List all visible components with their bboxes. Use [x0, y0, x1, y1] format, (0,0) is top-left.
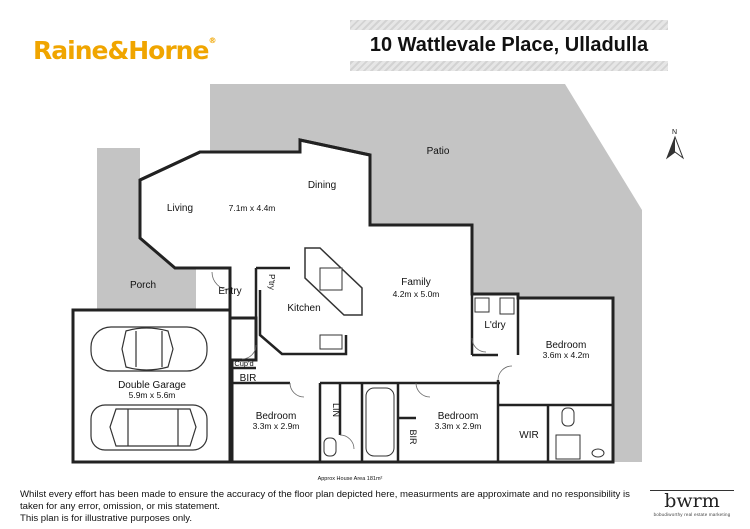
- label-living-dims: 7.1m x 4.4m: [229, 203, 276, 213]
- car-bottom: [90, 404, 208, 451]
- label-pantry: P'try: [267, 274, 276, 290]
- label-kitchen: Kitchen: [287, 303, 320, 314]
- patio-area: [191, 84, 642, 462]
- laundry-tub: [474, 297, 490, 313]
- door-swings: [211, 271, 513, 450]
- north-arrow-icon: [665, 135, 685, 160]
- label-garage: Double Garage: [118, 380, 186, 391]
- registered-mark: ®: [208, 36, 216, 45]
- disclaimer: Whilst every effort has been made to ens…: [20, 489, 650, 525]
- label-dining: Dining: [308, 180, 336, 191]
- ensuite-shower: [555, 434, 581, 460]
- label-bedroom-right: Bedroom: [546, 340, 587, 351]
- label-bir-left: BIR: [240, 373, 257, 384]
- car-top: [90, 326, 208, 372]
- agency-logo: Raine&Horne®: [33, 36, 216, 65]
- label-patio: Patio: [427, 146, 450, 157]
- address-banner: 10 Wattlevale Place, Ulladulla: [350, 20, 668, 71]
- porch-area: [97, 148, 196, 310]
- disclaimer-line-2: This plan is for illustrative purposes o…: [20, 513, 193, 524]
- label-bedroom-left: Bedroom: [256, 411, 297, 422]
- living-wall-north: [139, 138, 372, 225]
- label-entry: Entry: [218, 286, 241, 297]
- cooktop: [319, 267, 343, 291]
- label-porch: Porch: [130, 280, 156, 291]
- label-laundry: L'dry: [484, 320, 505, 331]
- bath: [365, 387, 395, 457]
- north-label: N: [672, 129, 677, 136]
- bwrm-logo: bwrm bobudiworthy real estate marketing: [650, 490, 734, 525]
- label-family: Family: [401, 277, 430, 288]
- label-living: Living: [167, 203, 193, 214]
- label-family-dims: 4.2m x 5.0m: [393, 289, 440, 299]
- label-bedroom-mid-dims: 3.3m x 2.9m: [435, 421, 482, 431]
- label-bedroom-mid: Bedroom: [438, 411, 479, 422]
- laundry-cabinet: [499, 297, 515, 315]
- label-bir-mid: BIR: [408, 429, 418, 445]
- label-garage-dims: 5.9m x 5.6m: [129, 390, 176, 400]
- label-bedroom-left-dims: 3.3m x 2.9m: [253, 421, 300, 431]
- ensuite-toilet: [561, 407, 575, 427]
- disclaimer-line-1: Whilst every effort has been made to ens…: [20, 489, 630, 512]
- label-bedroom-right-dims: 3.6m x 4.2m: [543, 350, 590, 360]
- sink: [319, 334, 343, 350]
- brand-name: bwrm: [664, 490, 720, 512]
- ensuite-basin: [591, 448, 605, 458]
- wc-toilet: [323, 437, 337, 457]
- interior-walls: [232, 266, 613, 462]
- label-linen: LIN: [331, 403, 341, 417]
- agency-name: Raine&Horne: [33, 36, 209, 65]
- address-title: 10 Wattlevale Place, Ulladulla: [350, 30, 668, 61]
- brand-tagline: bobudiworthy real estate marketing: [653, 512, 731, 517]
- label-wir: WIR: [519, 430, 538, 441]
- house-area: Approx House Area 181m²: [318, 476, 383, 482]
- label-cupboard: Cup'd: [234, 359, 253, 368]
